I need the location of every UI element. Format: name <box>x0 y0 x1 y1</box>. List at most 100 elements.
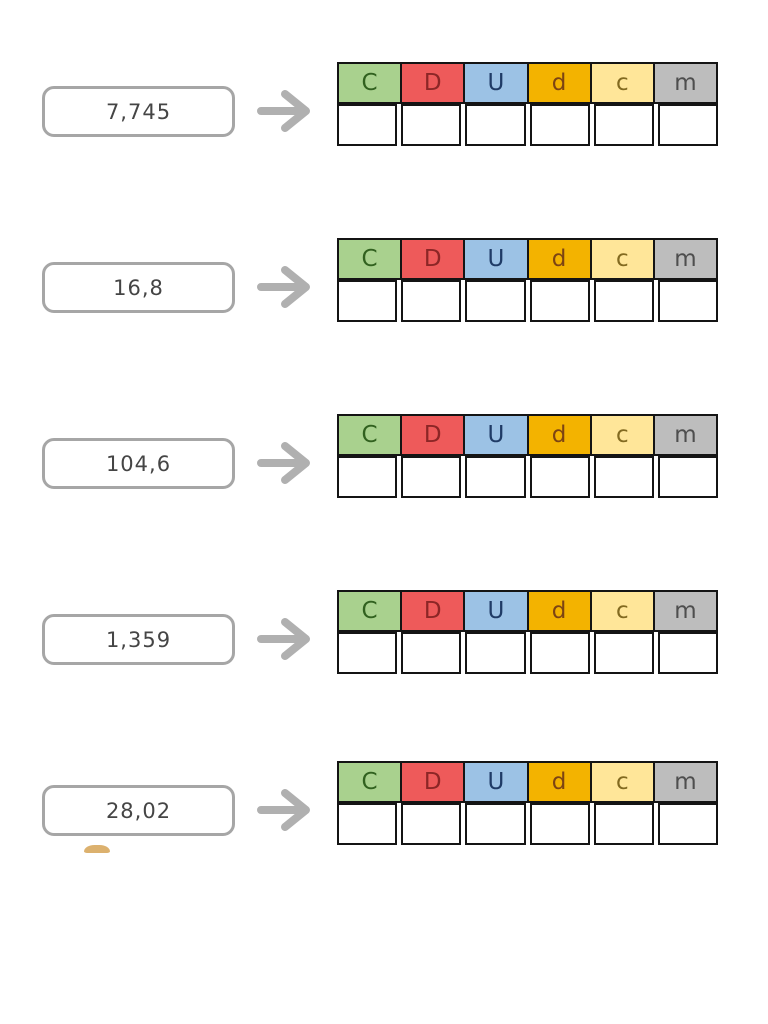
table-answer-row <box>337 280 719 322</box>
empty-answer-cell-box <box>529 456 590 498</box>
empty-answer-cell <box>656 632 719 674</box>
header-cell-unidades: U <box>465 590 529 632</box>
empty-answer-cell-box <box>465 632 526 674</box>
empty-answer-cell-box <box>593 456 654 498</box>
empty-answer-cell <box>399 280 463 322</box>
empty-answer-cell-box <box>401 104 462 146</box>
arrow-right-icon <box>257 618 310 660</box>
header-cell-unidades: U <box>465 62 529 104</box>
header-cell-milesimas: m <box>654 761 719 803</box>
header-cell-unidades: U <box>465 414 529 456</box>
empty-answer-cell <box>337 280 399 322</box>
empty-answer-cell-box <box>337 456 398 498</box>
empty-answer-cell-box <box>401 803 462 845</box>
exercise-row-2: 16,8 C D U d c m <box>0 238 768 322</box>
header-cell-decimas: d <box>528 590 592 632</box>
exercise-row-4: 1,359 C D U d c m <box>0 590 768 674</box>
number-box: 104,6 <box>42 438 235 489</box>
empty-answer-cell-box <box>337 803 398 845</box>
place-value-table: C D U d c m <box>337 238 719 322</box>
empty-answer-cell <box>463 803 527 845</box>
empty-answer-cell <box>592 280 656 322</box>
table-header-row: C D U d c m <box>337 590 719 632</box>
empty-answer-cell-box <box>337 104 398 146</box>
header-cell-unidades: U <box>465 761 529 803</box>
empty-answer-cell-box <box>593 803 654 845</box>
table-answer-row <box>337 632 719 674</box>
header-cell-centenas: C <box>337 590 403 632</box>
empty-answer-cell-box <box>465 456 526 498</box>
empty-answer-cell-box <box>529 104 590 146</box>
header-cell-decenas: D <box>402 590 466 632</box>
empty-answer-cell-box <box>529 632 590 674</box>
empty-answer-cell <box>463 104 527 146</box>
empty-answer-cell <box>528 803 592 845</box>
empty-answer-cell-box <box>657 456 719 498</box>
empty-answer-cell <box>399 456 463 498</box>
empty-answer-cell <box>656 456 719 498</box>
header-cell-centesimas: c <box>591 761 655 803</box>
empty-answer-cell <box>463 280 527 322</box>
arrow-right-icon <box>257 442 310 484</box>
header-cell-centesimas: c <box>591 238 655 280</box>
header-cell-unidades: U <box>465 238 529 280</box>
number-box: 28,02 <box>42 785 235 836</box>
exercise-row-3: 104,6 C D U d c m <box>0 414 768 498</box>
table-header-row: C D U d c m <box>337 62 719 104</box>
empty-answer-cell-box <box>401 280 462 322</box>
table-header-row: C D U d c m <box>337 238 719 280</box>
place-value-table: C D U d c m <box>337 761 719 845</box>
empty-answer-cell <box>463 456 527 498</box>
place-value-table: C D U d c m <box>337 62 719 146</box>
empty-answer-cell <box>592 104 656 146</box>
empty-answer-cell-box <box>657 280 719 322</box>
arrow-right-icon <box>257 266 310 308</box>
place-value-table: C D U d c m <box>337 414 719 498</box>
number-value: 16,8 <box>113 275 164 300</box>
empty-answer-cell-box <box>401 456 462 498</box>
empty-answer-cell <box>463 632 527 674</box>
table-header-row: C D U d c m <box>337 414 719 456</box>
empty-answer-cell-box <box>657 632 719 674</box>
empty-answer-cell <box>592 632 656 674</box>
empty-answer-cell-box <box>465 104 526 146</box>
clipart-fragment-icon <box>84 845 110 853</box>
empty-answer-cell <box>528 104 592 146</box>
empty-answer-cell <box>399 104 463 146</box>
table-answer-row <box>337 104 719 146</box>
empty-answer-cell-box <box>529 280 590 322</box>
empty-answer-cell-box <box>465 280 526 322</box>
header-cell-centenas: C <box>337 62 403 104</box>
header-cell-milesimas: m <box>654 62 719 104</box>
empty-answer-cell <box>337 632 399 674</box>
header-cell-decimas: d <box>528 62 592 104</box>
empty-answer-cell <box>399 632 463 674</box>
empty-answer-cell <box>656 803 719 845</box>
header-cell-milesimas: m <box>654 238 719 280</box>
number-box: 1,359 <box>42 614 235 665</box>
number-box: 7,745 <box>42 86 235 137</box>
empty-answer-cell-box <box>593 280 654 322</box>
exercise-row-5: 28,02 C D U d c m <box>0 761 768 845</box>
number-value: 28,02 <box>105 798 172 823</box>
arrow-right-icon <box>257 789 310 831</box>
number-value: 7,745 <box>105 99 172 124</box>
empty-answer-cell-box <box>401 632 462 674</box>
header-cell-centesimas: c <box>591 590 655 632</box>
header-cell-decenas: D <box>402 761 466 803</box>
header-cell-centenas: C <box>337 238 403 280</box>
header-cell-centesimas: c <box>591 62 655 104</box>
place-value-table: C D U d c m <box>337 590 719 674</box>
header-cell-decimas: d <box>528 238 592 280</box>
empty-answer-cell-box <box>337 632 398 674</box>
empty-answer-cell <box>592 803 656 845</box>
empty-answer-cell <box>337 456 399 498</box>
arrow-right-icon <box>257 90 310 132</box>
empty-answer-cell-box <box>657 104 719 146</box>
empty-answer-cell <box>592 456 656 498</box>
table-answer-row <box>337 803 719 845</box>
exercise-row-1: 7,745 C D U d c m <box>0 62 768 146</box>
number-box: 16,8 <box>42 262 235 313</box>
empty-answer-cell-box <box>657 803 719 845</box>
